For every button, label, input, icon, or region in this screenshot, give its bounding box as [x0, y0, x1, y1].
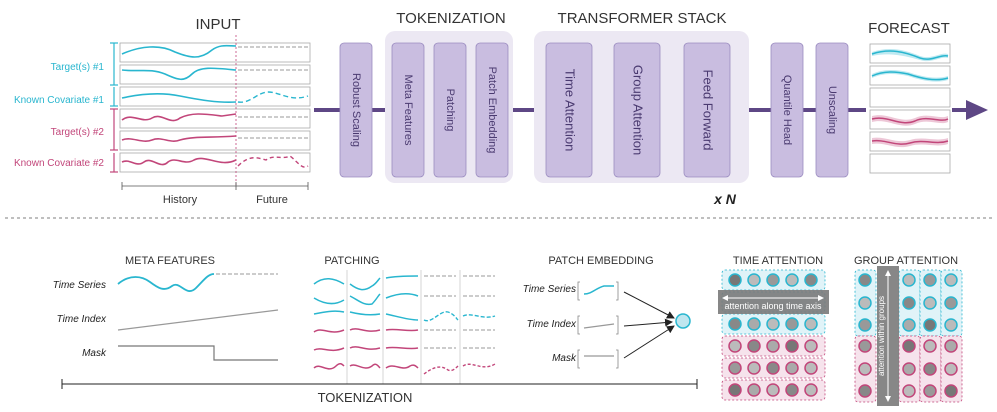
- meta-mask-label: Mask: [82, 348, 107, 359]
- patch-embedding-label: Patch Embedding: [486, 67, 498, 154]
- pipeline-connectors: [314, 100, 988, 120]
- patch-embedding-graphics: [577, 281, 691, 369]
- quantile-head-label: Quantile Head: [781, 75, 793, 145]
- label-history: History: [163, 194, 198, 206]
- group-attention-label: Group Attention: [631, 65, 646, 155]
- embed-time-index-label: Time Index: [527, 319, 577, 330]
- robust-scaling-block: [339, 42, 373, 178]
- patching-label: Patching: [444, 89, 456, 132]
- embed-time-series-label: Time Series: [523, 284, 576, 295]
- group-attention-title: GROUP ATTENTION: [854, 255, 958, 267]
- patch-embedding-block: [475, 42, 509, 178]
- meta-features-label: Meta Features: [402, 75, 414, 146]
- attention-within-groups-label: attention within groups: [877, 296, 886, 376]
- robust-scaling-label: Robust Scaling: [350, 73, 362, 147]
- input-series-panels: [119, 35, 311, 186]
- repeat-n-label: x N: [713, 191, 737, 207]
- label-target-2: Target(s) #2: [51, 127, 105, 138]
- time-attention-label: Time Attention: [563, 69, 578, 152]
- history-future-axis: [121, 182, 309, 190]
- patch-embedding-title: PATCH EMBEDDING: [548, 255, 653, 267]
- meta-time-index-label: Time Index: [57, 314, 107, 325]
- patching-title: PATCHING: [324, 255, 379, 267]
- group-attention-grid: [854, 266, 963, 406]
- feed-forward-block: [683, 42, 731, 178]
- unscaling-block: [815, 42, 849, 178]
- patching-block: [433, 42, 467, 178]
- time-attention-grid: [718, 269, 829, 401]
- label-known-covariate-1: Known Covariate #1: [14, 95, 104, 106]
- forecast-panels: [869, 43, 951, 174]
- label-known-covariate-2: Known Covariate #2: [14, 158, 104, 169]
- label-future: Future: [256, 194, 288, 206]
- meta-features-graphics: [117, 273, 279, 361]
- meta-features-title: META FEATURES: [125, 255, 215, 267]
- meta-time-series-label: Time Series: [53, 280, 106, 291]
- tokenization-title: TOKENIZATION: [396, 10, 505, 27]
- time-attention-block: [545, 42, 593, 178]
- embed-mask-label: Mask: [552, 353, 577, 364]
- quantile-head-block: [770, 42, 804, 178]
- group-attention-block: [613, 42, 661, 178]
- time-attention-title: TIME ATTENTION: [733, 255, 823, 267]
- tokenization-span-label: TOKENIZATION: [318, 390, 413, 405]
- transformer-stack-title: TRANSFORMER STACK: [558, 10, 727, 27]
- attention-time-axis-label: attention along time axis: [724, 301, 822, 311]
- tokenization-span-axis: [61, 379, 698, 389]
- unscaling-label: Unscaling: [826, 86, 838, 134]
- meta-features-block: [391, 42, 425, 178]
- patching-grid: [313, 270, 496, 384]
- forecast-title: FORECAST: [868, 20, 950, 37]
- label-target-1: Target(s) #1: [51, 62, 105, 73]
- input-title: INPUT: [196, 16, 241, 33]
- feed-forward-label: Feed Forward: [701, 70, 716, 151]
- input-group-brackets: [110, 42, 118, 173]
